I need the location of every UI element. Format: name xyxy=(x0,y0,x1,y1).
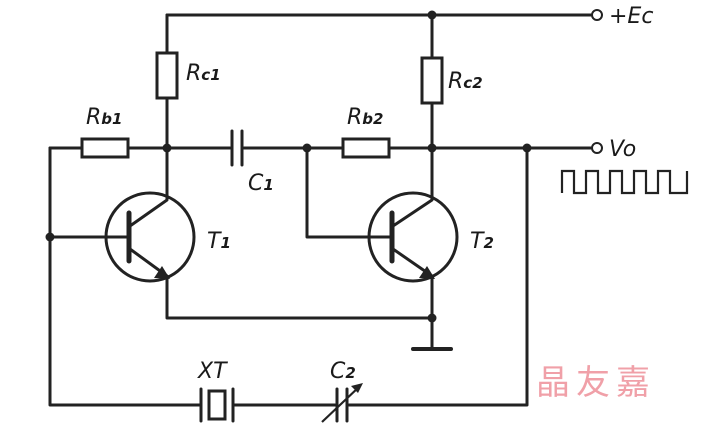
c2-right-wire xyxy=(347,146,529,407)
label-xt: XT xyxy=(197,359,228,384)
label-output: Vo xyxy=(609,137,636,162)
c2-trimmer-arrowhead xyxy=(351,383,363,393)
label-c1: C1 xyxy=(248,171,274,196)
t2-emitter-lead xyxy=(391,247,434,350)
junction-ground xyxy=(427,313,437,323)
square-wave-icon xyxy=(560,169,689,195)
t1-emitter-lead xyxy=(128,247,434,320)
label-t2: T2 xyxy=(470,229,494,254)
watermark-text: 晶友嘉 xyxy=(536,363,656,403)
supply-terminal xyxy=(591,9,603,21)
t1-collector-lead xyxy=(128,146,169,228)
output-terminal xyxy=(591,142,603,154)
resistor-rb2 xyxy=(341,137,391,159)
label-t1: T1 xyxy=(207,229,231,254)
t2-collector-lead xyxy=(391,146,434,228)
label-supply: +Ec xyxy=(609,4,653,29)
label-rb2: Rb2 xyxy=(347,105,383,130)
label-rc2: Rc2 xyxy=(448,69,483,94)
resistor-rc1 xyxy=(155,51,179,100)
capacitor-c2-plates xyxy=(335,387,349,423)
resistor-rc2 xyxy=(420,56,444,105)
resistor-rb1 xyxy=(80,137,130,159)
left-loop-wire xyxy=(48,146,200,407)
label-rb1: Rb1 xyxy=(86,105,122,130)
label-rc1: Rc1 xyxy=(186,61,221,86)
label-c2: C2 xyxy=(330,359,356,384)
t1-emitter-arrow xyxy=(154,266,170,279)
t2-base-wire xyxy=(305,146,392,239)
crystal-xt-body xyxy=(207,389,227,421)
c2-trimmer-arrow xyxy=(321,385,361,423)
capacitor-c1 xyxy=(230,129,244,167)
t2-emitter-arrow xyxy=(419,266,435,279)
